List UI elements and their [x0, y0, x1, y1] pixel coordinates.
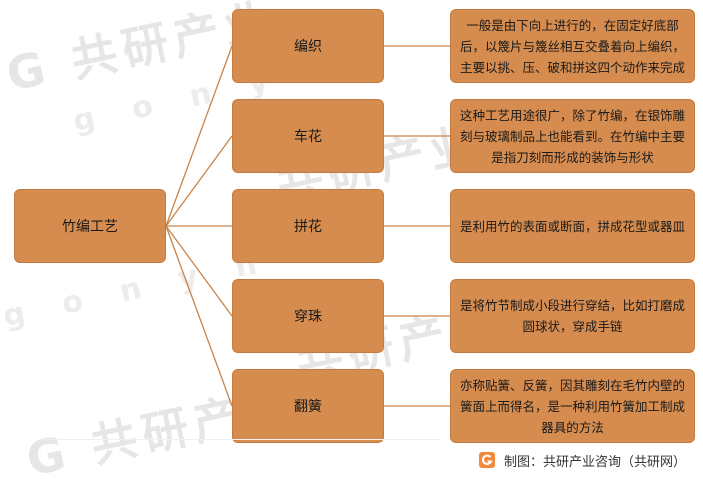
branch-label: 拼花 [294, 219, 322, 235]
branch-label: 车花 [294, 129, 322, 145]
branch-node-weaving: 编织 [232, 9, 384, 83]
connector-root-branch-4 [165, 225, 233, 407]
connector-root-branch-0 [165, 45, 233, 227]
description-text: 是利用竹的表面或断面，拼成花型或器皿 [459, 218, 685, 234]
branch-node-inner-bamboo: 翻簧 [232, 369, 384, 443]
branch-node-beading: 穿珠 [232, 279, 384, 353]
footer-credit: 制图：共研产业咨询（共研网） [478, 447, 686, 473]
description-inner-bamboo: 亦称贴簧、反簧，因其雕刻在毛竹内壁的簧面上而得名，是一种利用竹簧加工制成器具的方… [450, 369, 695, 443]
description-text: 一般是由下向上进行的，在固定好底部后，以篾片与篾丝相互交叠着向上编织，主要以挑、… [459, 17, 685, 75]
brand-logo-icon [479, 452, 495, 468]
branch-label: 翻簧 [294, 399, 322, 415]
footer-divider [40, 439, 440, 440]
description-weaving: 一般是由下向上进行的，在固定好底部后，以篾片与篾丝相互交叠着向上编织，主要以挑、… [450, 9, 695, 83]
connector-root-branch-1 [165, 135, 233, 227]
description-text: 这种工艺用途很广，除了竹编，在银饰雕刻与玻璃制品上也能看到。在竹编中主要是指刀刻… [459, 107, 685, 165]
branch-node-patchwork: 拼花 [232, 189, 384, 263]
branch-label: 穿珠 [294, 309, 322, 325]
description-text: 是将竹节制成小段进行穿结，比如打磨成圆球状，穿成手链 [459, 298, 685, 334]
branch-node-carving: 车花 [232, 99, 384, 173]
footer-credit-text: 制图：共研产业咨询（共研网） [504, 454, 687, 470]
root-node: 竹编工艺 [14, 189, 166, 263]
description-beading: 是将竹节制成小段进行穿结，比如打磨成圆球状，穿成手链 [450, 279, 695, 353]
root-label: 竹编工艺 [62, 219, 118, 235]
description-patchwork: 是利用竹的表面或断面，拼成花型或器皿 [450, 189, 695, 263]
connector-root-branch-3 [165, 225, 233, 317]
branch-label: 编织 [294, 39, 322, 55]
description-carving: 这种工艺用途很广，除了竹编，在银饰雕刻与玻璃制品上也能看到。在竹编中主要是指刀刻… [450, 99, 695, 173]
description-text: 亦称贴簧、反簧，因其雕刻在毛竹内壁的簧面上而得名，是一种利用竹簧加工制成器具的方… [459, 377, 685, 435]
